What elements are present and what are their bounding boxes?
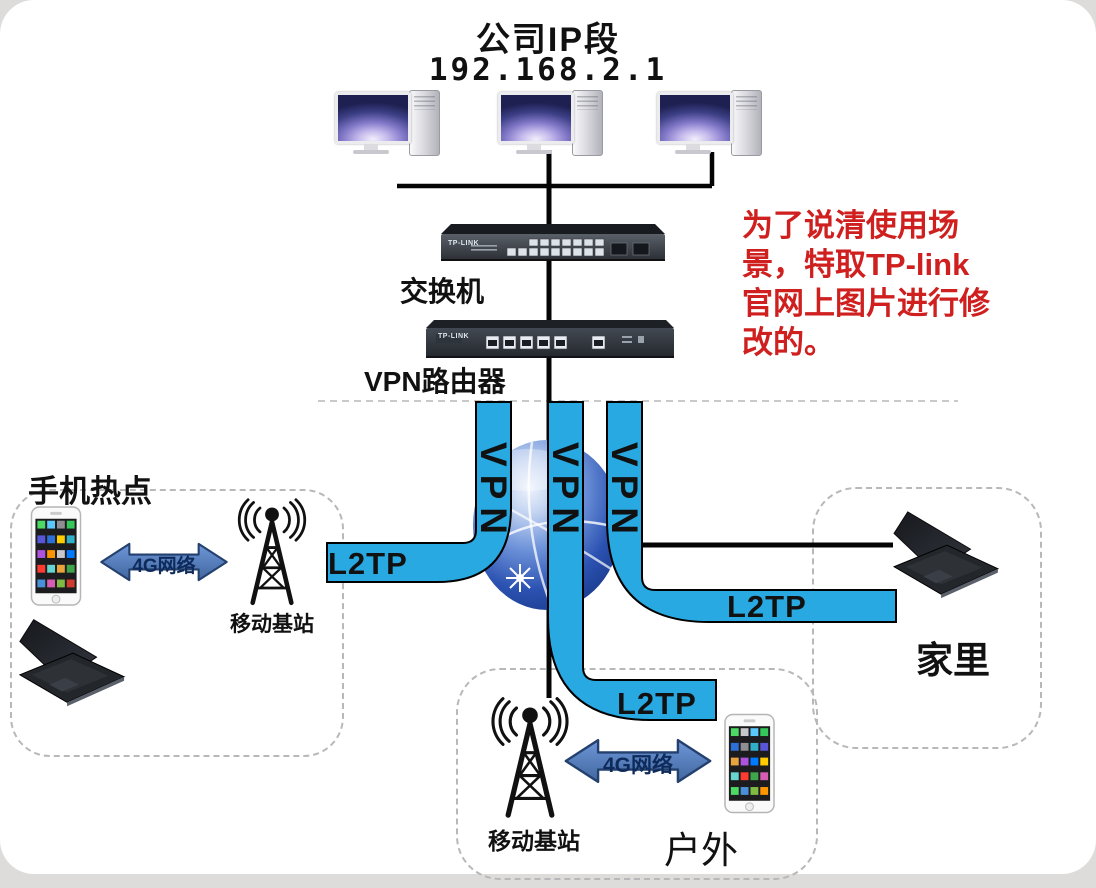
hotspot-4g-label: 4G网络 (132, 556, 196, 577)
vpn-tunnel-label-middle: VPN (545, 441, 586, 543)
hotspot-tower-label: 移动基站 (230, 613, 314, 636)
pc-tower (409, 90, 440, 156)
l2tp-label-left: L2TP (328, 546, 408, 581)
desktop-computer-icon (498, 90, 603, 156)
outdoor-zone-box (456, 668, 818, 880)
switch-ports-row2 (506, 247, 605, 257)
laptop-icon (18, 619, 126, 707)
switch-brand-text: TP-LINK (448, 240, 480, 247)
phone-app-grid (37, 520, 75, 588)
vpn-tube-right (606, 401, 897, 623)
smartphone-icon (30, 506, 82, 606)
switch-ports-row1 (528, 238, 605, 247)
vpn-tunnel-label-left: VPN (473, 441, 514, 543)
annotation-note: 为了说清使用场 景，特取TP-link 官网上图片进行修 改的。 (742, 208, 990, 360)
pc-tower (572, 90, 603, 156)
switch-device (441, 224, 665, 261)
pc-monitor (657, 92, 733, 144)
smartphone-icon (724, 713, 775, 814)
4g-link-arrow-icon (100, 542, 228, 582)
phone-app-grid (730, 728, 769, 795)
pc-tower (731, 90, 762, 156)
cell-tower-icon (491, 697, 569, 818)
l2tp-label-right: L2TP (727, 589, 807, 624)
hotspot-zone-box (10, 489, 344, 757)
vpn-tunnel-label-right: VPN (604, 441, 645, 543)
pc-monitor (498, 92, 574, 144)
router-ports (485, 335, 606, 350)
company-ip-address: 192.168.2.1 (428, 52, 668, 88)
hotspot-zone-title: 手机热点 (28, 474, 152, 509)
laptop-icon (892, 511, 1000, 599)
desktop-computer-icon (657, 90, 762, 156)
home-zone-title: 家里 (916, 640, 990, 681)
vpn-tube-left (326, 401, 512, 583)
cell-tower-icon (237, 498, 307, 606)
pc-monitor (335, 92, 411, 144)
router-label: VPN路由器 (364, 366, 506, 397)
router-device (426, 320, 674, 358)
outdoor-tower-label: 移动基站 (488, 828, 580, 854)
outdoor-zone-title: 户外 (664, 830, 738, 871)
4g-link-arrow-icon (564, 738, 712, 784)
vpn-tube-middle (547, 401, 717, 721)
router-brand-text: TP-LINK (438, 333, 470, 340)
l2tp-label-bottom: L2TP (617, 686, 697, 721)
outdoor-4g-label: 4G网络 (602, 754, 673, 777)
diagram-title: 公司IP段 (475, 21, 621, 59)
switch-label: 交换机 (400, 276, 485, 307)
desktop-computer-icon (335, 90, 440, 156)
